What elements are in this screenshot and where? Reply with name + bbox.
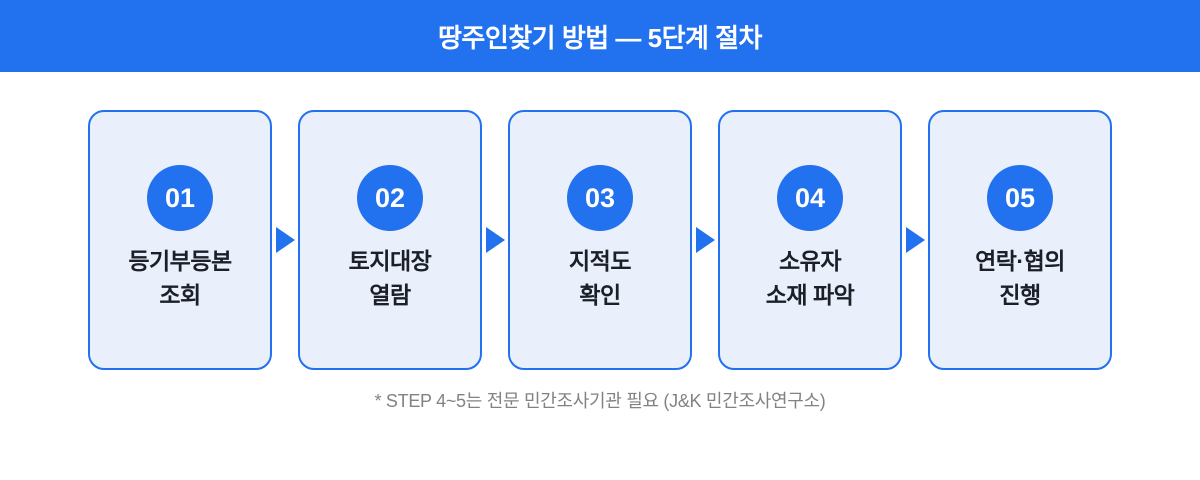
step-number-badge: 01 xyxy=(147,165,213,231)
step-number-badge: 05 xyxy=(987,165,1053,231)
arrow-slot xyxy=(482,110,508,370)
step-label-line2: 조회 xyxy=(159,282,201,308)
step-label: 등기부등본 조회 xyxy=(128,244,232,312)
step-number-badge: 02 xyxy=(357,165,423,231)
arrow-right-icon xyxy=(695,227,715,253)
header-bar: 땅주인찾기 방법 — 5단계 절차 xyxy=(0,0,1200,72)
step-label-line1: 소유자 xyxy=(779,248,841,274)
page-title: 땅주인찾기 방법 — 5단계 절차 xyxy=(438,22,762,53)
step-number-badge: 03 xyxy=(567,165,633,231)
arrow-right-icon xyxy=(485,227,505,253)
arrow-slot xyxy=(272,110,298,370)
step-label-line2: 진행 xyxy=(999,282,1041,308)
step-label-line2: 열람 xyxy=(369,282,411,308)
step-label-line1: 토지대장 xyxy=(348,248,432,274)
step-label-line2: 소재 파악 xyxy=(765,282,855,308)
arrow-right-icon xyxy=(905,227,925,253)
step-card-4: 04 소유자 소재 파악 xyxy=(718,110,902,370)
step-label-line2: 확인 xyxy=(579,282,621,308)
step-label: 소유자 소재 파악 xyxy=(766,244,855,312)
step-card-5: 05 연락·협의 진행 xyxy=(928,110,1112,370)
step-label: 토지대장 열람 xyxy=(349,244,432,312)
step-number-badge: 04 xyxy=(777,165,843,231)
step-label-line1: 지적도 xyxy=(569,248,631,274)
step-label: 지적도 확인 xyxy=(569,244,631,312)
steps-flow: 01 등기부등본 조회 02 토지대장 열람 03 지적도 확인 xyxy=(0,110,1200,370)
arrow-right-icon xyxy=(275,227,295,253)
arrow-slot xyxy=(692,110,718,370)
arrow-slot xyxy=(902,110,928,370)
step-label: 연락·협의 진행 xyxy=(975,244,1065,312)
footnote: * STEP 4~5는 전문 민간조사기관 필요 (J&K 민간조사연구소) xyxy=(374,391,826,411)
step-label-line1: 연락·협의 xyxy=(975,248,1065,274)
step-label-line1: 등기부등본 xyxy=(128,248,232,274)
step-card-2: 02 토지대장 열람 xyxy=(298,110,482,370)
step-card-3: 03 지적도 확인 xyxy=(508,110,692,370)
step-card-1: 01 등기부등본 조회 xyxy=(88,110,272,370)
